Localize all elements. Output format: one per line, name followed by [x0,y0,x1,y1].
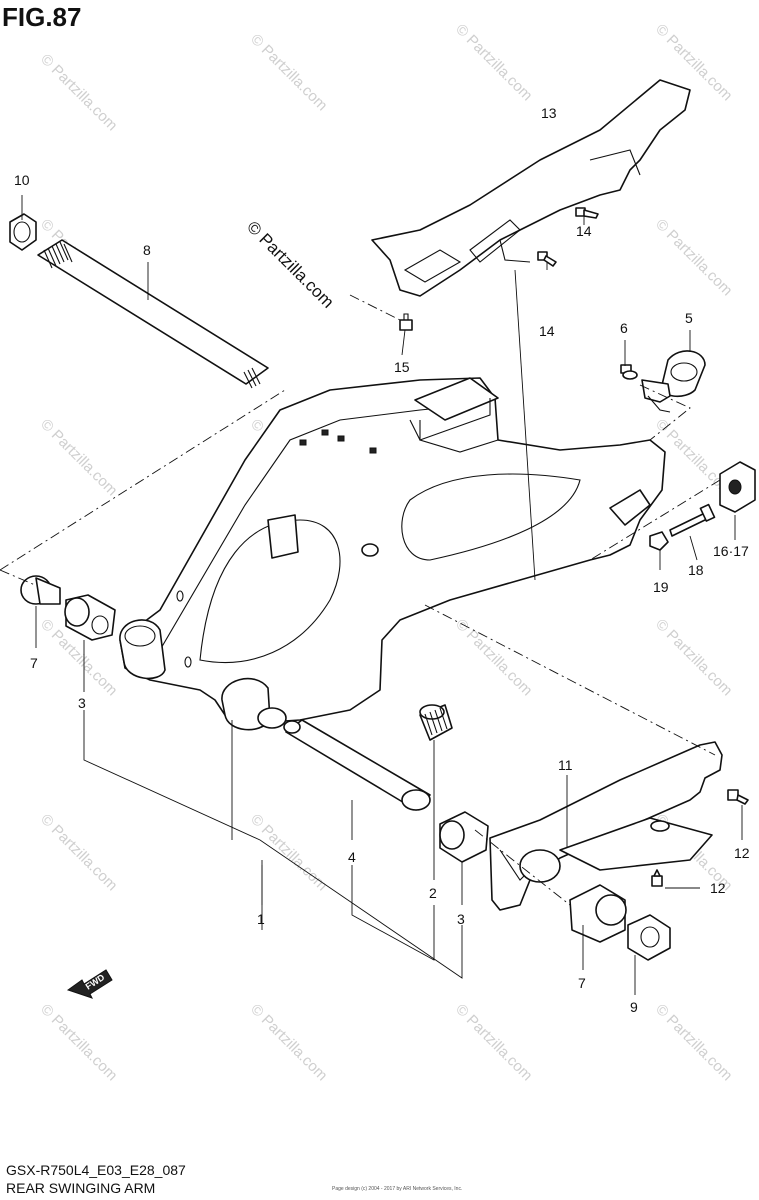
footer-code: GSX-R750L4_E03_E28_087 [6,1162,186,1178]
callout-4: 4 [348,849,356,865]
watermark: © Partzilla.com [37,811,120,894]
watermark: © Partzilla.com [37,51,120,134]
callout-19: 19 [653,579,669,595]
callout-7-right: 7 [578,975,586,991]
callout-8: 8 [143,242,151,258]
part-3-bearing-left [64,594,116,641]
leader-lines [0,195,743,995]
part-5-bracket [641,350,706,413]
figure-title: FIG.87 [2,2,82,32]
part-7-collar-left [20,575,61,605]
part-11-chain-guide [489,741,723,911]
callout-12-upper: 12 [734,845,750,861]
part-14-bolt-upper [575,207,599,219]
part-1-swing-arm [119,377,666,731]
callout-6: 6 [620,320,628,336]
callout-10: 10 [14,172,30,188]
watermark: © Partzilla.com [652,1001,735,1084]
part-12-bolt-upper [727,789,749,805]
watermark: © Partzilla.com [652,616,735,699]
part-9-nut [627,914,671,961]
watermark: © Partzilla.com [37,1001,120,1084]
watermark: © Partzilla.com [452,616,535,699]
watermark-main: © Partzilla.com [243,217,337,311]
callout-14-lower: 14 [539,323,555,339]
part-10-nut [9,213,37,251]
watermark: © Partzilla.com [247,1001,330,1084]
callout-3-left: 3 [78,695,86,711]
callout-1: 1 [257,911,265,927]
forward-arrow: FWD [66,969,113,999]
watermark: © Partzilla.com [37,416,120,499]
part-15-clip [399,313,413,331]
part-8-pivot-shaft [37,239,269,389]
callout-15: 15 [394,359,410,375]
callout-5: 5 [685,310,693,326]
part-3-bearing-right [439,811,489,863]
callout-16-17: 16·17 [713,543,749,559]
callout-12-lower: 12 [710,880,726,896]
part-16-17-adjuster [719,461,756,513]
callout-13: 13 [541,105,557,121]
part-19-nut [649,531,669,551]
callout-9: 9 [630,999,638,1015]
callout-3-right: 3 [457,911,465,927]
callout-18: 18 [688,562,704,578]
watermark: © Partzilla.com [247,31,330,114]
callout-11: 11 [558,757,573,773]
part-7-collar-right [569,884,627,943]
part-4-spacer-tube [283,719,431,811]
watermark: © Partzilla.com [452,1001,535,1084]
part-13-chain-case [371,79,691,297]
part-12-bolt-lower [651,869,663,887]
part-18-adjuster-bolt [669,503,716,537]
callout-14-upper: 14 [576,223,592,239]
callout-2: 2 [429,885,437,901]
footer-name: REAR SWINGING ARM [6,1180,156,1196]
part-2-needle-bearing [419,704,453,741]
watermark: © Partzilla.com [652,216,735,299]
part-6-bolt [620,364,638,380]
watermark: © Partzilla.com [247,811,330,894]
part-14-bolt-lower [537,251,557,267]
callout-labels: 10 8 13 14 14 15 6 5 7 3 19 18 16·17 11 … [14,105,750,1015]
watermark: © Partzilla.com [452,21,535,104]
footer-copyright: Page design (c) 2004 - 2017 by ARI Netwo… [332,1186,463,1192]
callout-7-left: 7 [30,655,38,671]
